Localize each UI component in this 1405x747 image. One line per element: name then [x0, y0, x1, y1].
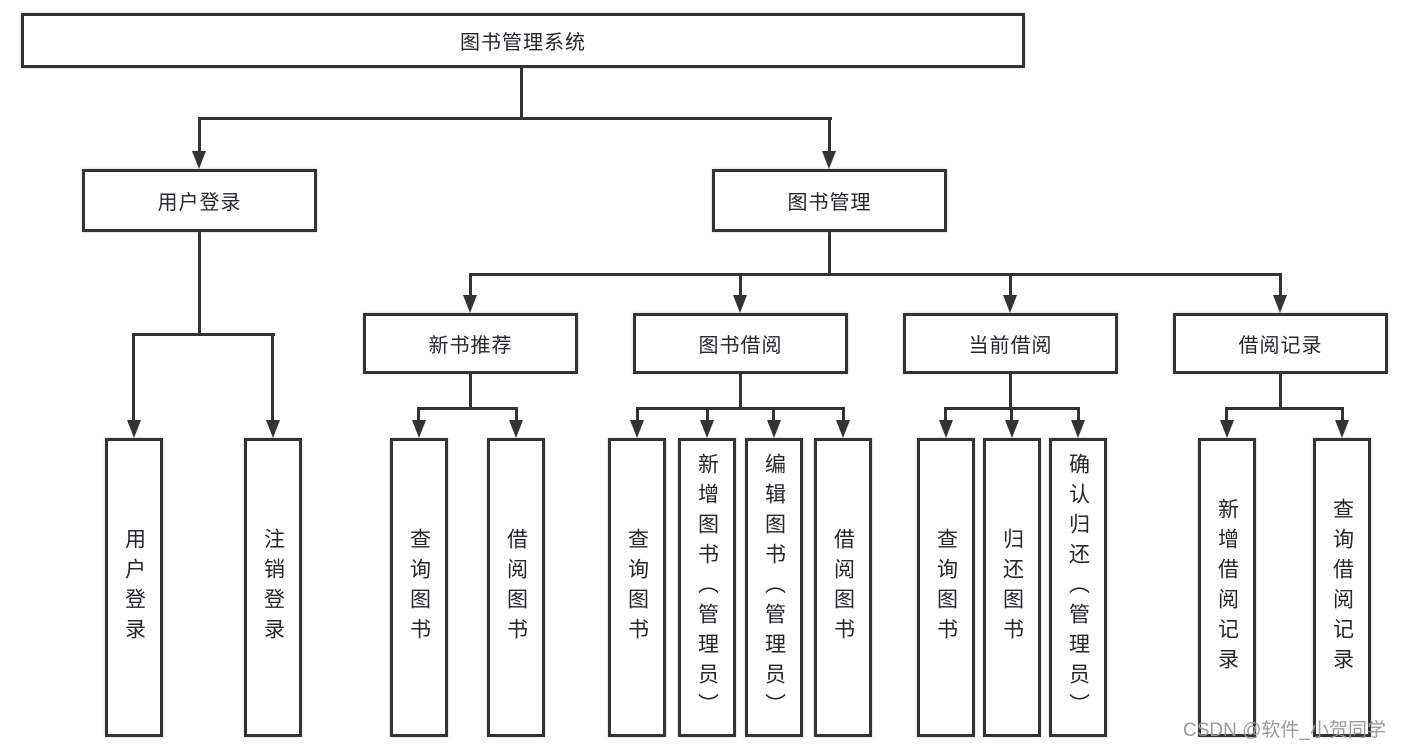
connector-mgmt-stem: [828, 232, 831, 276]
node-leaf-borrow-add-books-admin: 新增图书（管理员）: [678, 438, 736, 737]
csdn-watermark: CSDN @软件_小贺同学: [1183, 720, 1386, 741]
connector-borrow-hline: [636, 407, 845, 410]
connector-records-leaf1-stem: [1225, 407, 1228, 421]
node-label: 查询图书: [407, 527, 431, 648]
arrowhead-icon: [1220, 420, 1234, 438]
node-leaf-logout: 注销登录: [244, 438, 302, 737]
arrowhead-icon: [1273, 295, 1287, 313]
connector-records-down-stem: [1279, 374, 1282, 410]
connector-current-leaf3-stem: [1077, 407, 1080, 421]
node-label: 用户登录: [122, 527, 146, 648]
connector-login-hline: [132, 333, 275, 336]
node-label: 编辑图书（管理员）: [762, 452, 786, 723]
node-label: 新书推荐: [428, 335, 513, 357]
node-leaf-borrow-lend-books: 借阅图书: [814, 438, 872, 737]
connector-user-login-stem: [198, 117, 201, 153]
connector-records-arrow-stem: [1279, 273, 1282, 297]
arrowhead-icon: [266, 420, 280, 438]
node-label: 新增图书（管理员）: [695, 452, 719, 723]
connector-rec-arrow-stem: [469, 273, 472, 297]
node-leaf-borrow-query-books: 查询图书: [608, 438, 666, 737]
connector-login-logout-stem: [271, 333, 274, 421]
node-label: 归还图书: [1000, 527, 1024, 648]
node-label: 查询图书: [934, 527, 958, 648]
node-book-borrow: 图书借阅: [633, 313, 848, 374]
node-leaf-records-query-record: 查询借阅记录: [1313, 438, 1371, 737]
connector-current-leaf1-stem: [944, 407, 947, 421]
connector-borrow-leaf4-stem: [842, 407, 845, 421]
node-leaf-user-login: 用户登录: [105, 438, 163, 737]
node-leaf-current-return-books: 归还图书: [983, 438, 1041, 737]
connector-login-stem: [198, 232, 201, 336]
connector-level2-hline: [469, 273, 1282, 276]
connector-borrow-arrow-stem: [739, 273, 742, 297]
arrowhead-icon: [767, 420, 781, 438]
connector-records-leaf2-stem: [1341, 407, 1344, 421]
node-label: 用户登录: [157, 192, 242, 214]
node-label: 图书借阅: [698, 335, 783, 357]
node-label: 确认归还（管理员）: [1066, 452, 1090, 723]
connector-current-arrow-stem: [1009, 273, 1012, 297]
arrowhead-icon: [700, 420, 714, 438]
node-label: 查询图书: [625, 527, 649, 648]
arrowhead-icon: [733, 295, 747, 313]
connector-records-hline: [1225, 407, 1344, 410]
node-leaf-borrow-edit-books-admin: 编辑图书（管理员）: [745, 438, 803, 737]
connector-borrow-leaf3-stem: [772, 407, 775, 421]
connector-rec-hline: [417, 407, 518, 410]
node-label: 借阅记录: [1238, 335, 1323, 357]
node-label: 图书管理: [787, 192, 872, 214]
node-leaf-rec-borrow-books: 借阅图书: [487, 438, 545, 737]
connector-book-mgmt-stem: [828, 117, 831, 153]
connector-borrow-down-stem: [739, 374, 742, 410]
arrowhead-icon: [822, 151, 836, 169]
node-label: 借阅图书: [504, 527, 528, 648]
arrowhead-icon: [1005, 420, 1019, 438]
node-leaf-records-add-record: 新增借阅记录: [1198, 438, 1256, 737]
arrowhead-icon: [1003, 295, 1017, 313]
node-borrow-records: 借阅记录: [1173, 313, 1388, 374]
arrowhead-icon: [939, 420, 953, 438]
arrowhead-icon: [127, 420, 141, 438]
connector-current-down-stem: [1009, 374, 1012, 410]
node-label: 新增借阅记录: [1215, 497, 1239, 678]
connector-rec-leaf1-stem: [417, 407, 420, 421]
node-label: 当前借阅: [968, 335, 1053, 357]
arrowhead-icon: [463, 295, 477, 313]
node-label: 注销登录: [261, 527, 285, 648]
node-leaf-current-confirm-return-admin: 确认归还（管理员）: [1049, 438, 1107, 737]
connector-borrow-leaf2-stem: [706, 407, 709, 421]
arrowhead-icon: [412, 420, 426, 438]
node-label: 借阅图书: [831, 527, 855, 648]
arrowhead-icon: [1071, 420, 1085, 438]
node-root-library-system: 图书管理系统: [21, 13, 1025, 68]
node-label: 查询借阅记录: [1330, 497, 1354, 678]
connector-level1-hline: [198, 117, 832, 120]
connector-borrow-leaf1-stem: [636, 407, 639, 421]
node-leaf-rec-query-books: 查询图书: [390, 438, 448, 737]
node-label: 图书管理系统: [460, 32, 586, 54]
connector-rec-down-stem: [469, 374, 472, 410]
arrowhead-icon: [509, 420, 523, 438]
connector-login-user-stem: [132, 333, 135, 421]
arrowhead-icon: [1335, 420, 1349, 438]
node-new-book-recommend: 新书推荐: [363, 313, 578, 374]
arrowhead-icon: [836, 420, 850, 438]
node-user-login: 用户登录: [82, 169, 317, 232]
connector-current-leaf2-stem: [1010, 407, 1013, 421]
node-current-borrow: 当前借阅: [903, 313, 1118, 374]
arrowhead-icon: [192, 151, 206, 169]
connector-rec-leaf2-stem: [515, 407, 518, 421]
node-book-management: 图书管理: [712, 169, 947, 232]
connector-root-stem: [520, 68, 523, 118]
node-leaf-current-query-books: 查询图书: [917, 438, 975, 737]
arrowhead-icon: [630, 420, 644, 438]
